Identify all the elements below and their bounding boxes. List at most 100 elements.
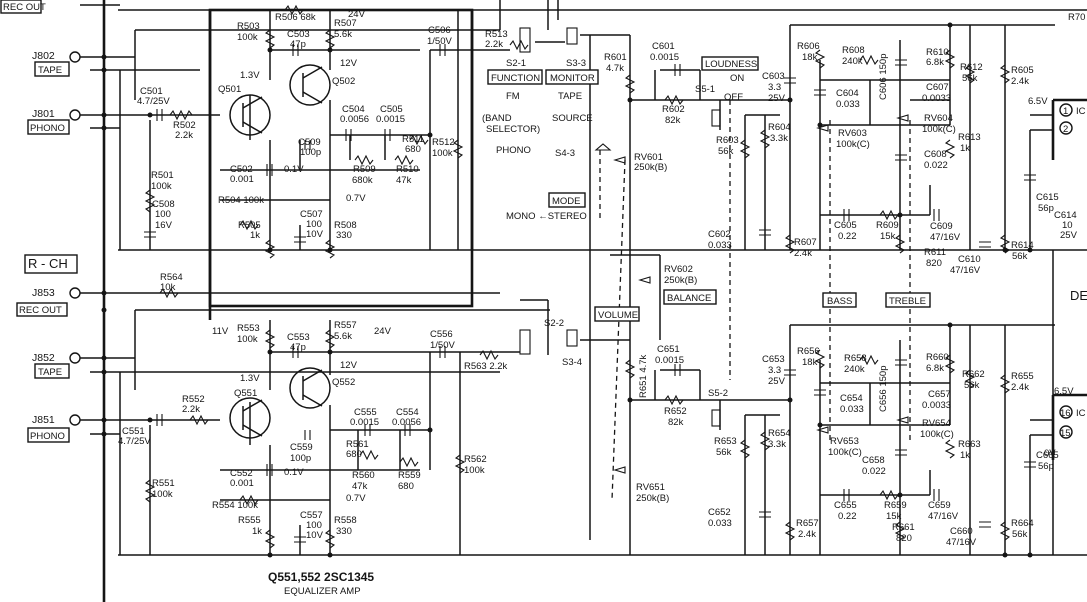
c602-val: 0.033 bbox=[708, 240, 732, 251]
c609-ref: C609 bbox=[930, 221, 953, 232]
transistor-symbols bbox=[229, 64, 331, 439]
c658-ref: C658 bbox=[862, 455, 885, 466]
c607-ref: C607 bbox=[926, 82, 949, 93]
r562-val: 100k bbox=[464, 465, 485, 476]
c660-val: 47/16V bbox=[946, 537, 977, 548]
r661-ref: R661 bbox=[892, 522, 915, 533]
c665-ref: C665 bbox=[1036, 450, 1059, 461]
r652-val: 82k bbox=[668, 417, 684, 428]
phono-label-top: PHONO bbox=[30, 123, 65, 134]
c657-val: 0.0033 bbox=[922, 400, 951, 411]
r610-val: 6.8k bbox=[926, 57, 944, 68]
r557-ref: R557 bbox=[334, 320, 357, 331]
c609-val: 47/16V bbox=[930, 232, 961, 243]
v24-lower: 24V bbox=[374, 326, 392, 337]
r555-val: 1k bbox=[252, 526, 262, 537]
c610-val: 47/16V bbox=[950, 265, 981, 276]
r603-ref: R603 bbox=[716, 135, 739, 146]
r614-val: 56k bbox=[1012, 251, 1028, 262]
r608-val: 240k bbox=[842, 56, 863, 67]
c652-ref: C652 bbox=[708, 507, 731, 518]
r654-ref: R654 bbox=[768, 428, 791, 439]
r611-val: 820 bbox=[926, 258, 942, 269]
r513-val: 2.2k bbox=[485, 39, 503, 50]
c603-val: 3.3 bbox=[768, 82, 781, 93]
q502-label: Q502 bbox=[332, 76, 355, 87]
r507-val: 5.6k bbox=[334, 29, 352, 40]
r602-ref: R602 bbox=[662, 104, 685, 115]
c658-val: 0.022 bbox=[862, 466, 886, 477]
c653-volt: 25V bbox=[768, 376, 786, 387]
source-label: SOURCE bbox=[552, 113, 593, 124]
r657-ref: R657 bbox=[796, 518, 819, 529]
c654-val: 0.033 bbox=[840, 404, 864, 415]
c503-val: 47p bbox=[290, 39, 306, 50]
r509-ref: R509 bbox=[353, 164, 376, 175]
v0-lower: 0V bbox=[1044, 448, 1056, 459]
r606-val: 18k bbox=[802, 52, 818, 63]
r654-val: 3.3k bbox=[768, 439, 786, 450]
r656-val: 18k bbox=[802, 357, 818, 368]
c509-val: 100p bbox=[300, 147, 321, 158]
treble-box: TREBLE bbox=[889, 296, 926, 307]
c656-label: C656 150p bbox=[878, 366, 889, 412]
r610-ref: R610 bbox=[926, 47, 949, 58]
r655-val: 2.4k bbox=[1011, 382, 1029, 393]
r658-ref: R658 bbox=[844, 353, 867, 364]
c505-ref: C505 bbox=[380, 104, 403, 115]
phono-ref-bot: J851 bbox=[32, 414, 55, 426]
control-boxes bbox=[487, 56, 931, 322]
r660-val: 6.8k bbox=[926, 363, 944, 374]
c501-ref: C501 bbox=[140, 86, 163, 97]
r507-ref: R507 bbox=[334, 18, 357, 29]
c553-val: 47p bbox=[290, 342, 306, 353]
r612-val: 56k bbox=[962, 73, 978, 84]
r551-ref: R551 bbox=[152, 478, 175, 489]
c508-val: 100 bbox=[155, 209, 171, 220]
v07-lower: 0.7V bbox=[346, 493, 366, 504]
r510-val: 47k bbox=[396, 175, 412, 186]
rv602-ref: RV602 bbox=[664, 264, 693, 275]
r608-ref: R608 bbox=[842, 45, 865, 56]
ic-pin-1: 1 bbox=[1063, 106, 1068, 117]
c556-val: 1/50V bbox=[430, 340, 455, 351]
r503-ref: R503 bbox=[237, 21, 260, 32]
off-label: OFF bbox=[724, 92, 743, 103]
c553-ref: C553 bbox=[287, 332, 310, 343]
c557-ref: C557 bbox=[300, 510, 323, 521]
s5-2-label: S5-2 bbox=[708, 388, 728, 399]
rv653-ref: RV653 bbox=[830, 436, 859, 447]
junction-dots bbox=[101, 22, 1033, 558]
s2-2-label: S2-2 bbox=[544, 318, 564, 329]
c556-ref: C556 bbox=[430, 329, 453, 340]
selector-label: SELECTOR) bbox=[486, 124, 540, 135]
c503-ref: C503 bbox=[287, 29, 310, 40]
c507-val: 100 bbox=[306, 219, 322, 230]
r607-val: 2.4k bbox=[794, 248, 812, 259]
c551-val: 4.7/25V bbox=[118, 436, 151, 447]
r662-val: 56k bbox=[964, 380, 980, 391]
rec-out-ref-bot: J853 bbox=[32, 287, 55, 299]
r613-val: 1k bbox=[960, 143, 970, 154]
ic-pin-15: 15 bbox=[1060, 428, 1071, 439]
rec-out-label-top: REC OUT bbox=[3, 2, 46, 13]
ic-label-lower: IC bbox=[1076, 408, 1086, 419]
phono-sel-label: PHONO bbox=[496, 145, 531, 156]
r601-val: 4.7k bbox=[606, 63, 624, 74]
r560-val: 47k bbox=[352, 481, 368, 492]
r609-val: 15k bbox=[880, 231, 896, 242]
c509-ref: C509 bbox=[298, 137, 321, 148]
right-edge-label: DE bbox=[1070, 288, 1087, 303]
s3-3-label: S3-3 bbox=[566, 58, 586, 69]
v12-upper: 12V bbox=[340, 58, 358, 69]
r561-ref: R561 bbox=[346, 439, 369, 450]
r557-val: 5.6k bbox=[334, 331, 352, 342]
r551-val: 100k bbox=[152, 489, 173, 500]
s2-1-label: S2-1 bbox=[506, 58, 526, 69]
c655-val: 0.22 bbox=[838, 511, 857, 522]
mode-box: MODE bbox=[552, 196, 581, 207]
r659-ref: R659 bbox=[884, 500, 907, 511]
r607-ref: R607 bbox=[794, 237, 817, 248]
r506-label: R506 68k bbox=[275, 12, 316, 23]
